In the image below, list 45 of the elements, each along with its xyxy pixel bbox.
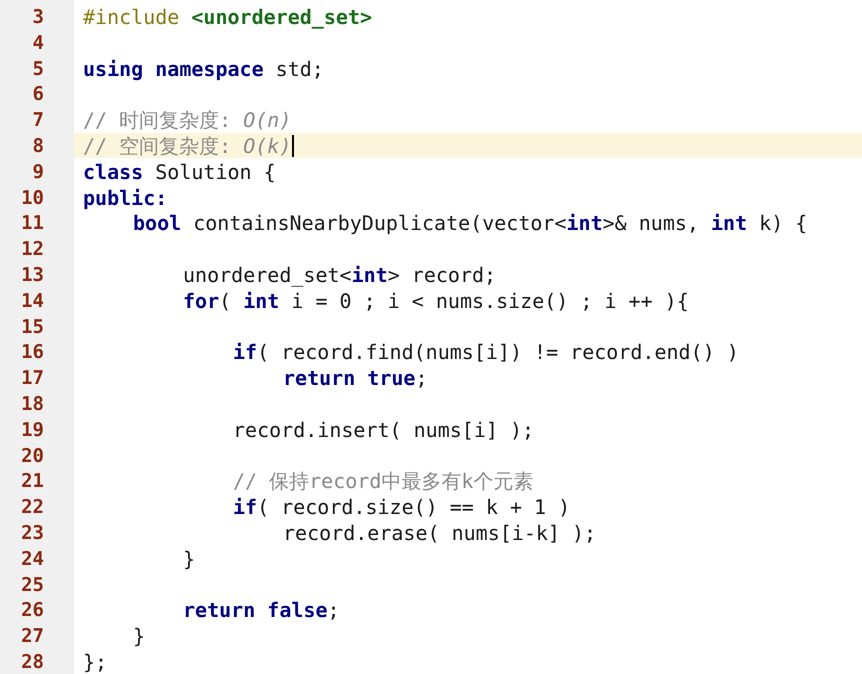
code-line: };: [83, 650, 108, 674]
line-number: 20: [20, 444, 44, 468]
line-number: 3: [32, 5, 44, 29]
code-line: class Solution {: [83, 160, 276, 184]
code-line: return false;: [183, 598, 340, 622]
line-number: 22: [20, 495, 44, 520]
line-number: 13: [20, 263, 44, 287]
code-line: unordered_set<int> record;: [183, 263, 496, 287]
code-line: for( int i = 0 ; i < nums.size() ; i ++ ){: [183, 288, 689, 313]
code-line: #include <unordered_set>: [83, 5, 372, 29]
line-number: 5: [32, 56, 44, 81]
line-number: 17: [20, 366, 44, 390]
code-line: record.insert( nums[i] );: [233, 418, 534, 442]
code-line: }: [133, 624, 146, 648]
line-number: 7: [32, 108, 44, 132]
line-number: 27: [20, 624, 44, 648]
line-number: 9: [32, 160, 44, 184]
code-comment: // 时间复杂度: O(n): [83, 108, 292, 132]
line-number: 23: [20, 521, 44, 545]
line-number: 10: [20, 186, 44, 210]
code-line: }: [183, 546, 196, 571]
code-comment: // 空间复杂度: O(k): [83, 134, 292, 158]
code-line: if( record.find(nums[i]) != record.end() ): [233, 340, 739, 364]
code-line: return true;: [283, 366, 428, 390]
line-number: 18: [20, 392, 44, 416]
line-number: 4: [32, 30, 44, 55]
line-number: 12: [20, 237, 44, 262]
line-number: 16: [20, 340, 44, 364]
line-number: 19: [20, 418, 44, 442]
code-line: if( record.size() == k + 1 ): [233, 495, 570, 520]
code-line: record.erase( nums[i-k] );: [283, 521, 596, 545]
line-number: 28: [20, 650, 44, 674]
line-number: 25: [20, 572, 44, 597]
line-number: 14: [20, 288, 44, 313]
line-number: 26: [20, 598, 44, 622]
line-number: 15: [20, 314, 44, 339]
code-line: bool containsNearbyDuplicate(vector<int>& nums, int k) {: [133, 211, 808, 236]
line-number: 8: [32, 134, 44, 158]
code-line: public:: [83, 186, 168, 210]
line-number: 24: [20, 546, 44, 571]
line-number: 6: [32, 82, 44, 106]
line-number: 21: [20, 469, 44, 494]
line-number: 11: [20, 211, 44, 236]
code-line: using namespace std;: [83, 56, 324, 81]
code-comment: // 保持record中最多有k个元素: [233, 469, 534, 494]
